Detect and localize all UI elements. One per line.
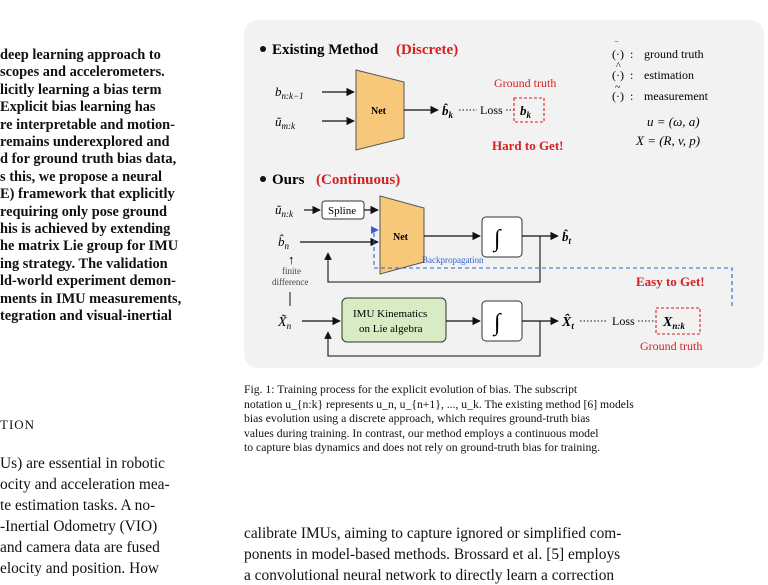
integrator-block-top bbox=[481, 216, 523, 258]
svg-text:estimation: estimation bbox=[644, 68, 694, 82]
abstract-line: scopes and accelerometers. bbox=[0, 64, 165, 81]
svg-text::: : bbox=[630, 47, 633, 61]
abstract-line: ld-world experiment demon- bbox=[0, 273, 176, 290]
existing-title: Existing Method bbox=[272, 42, 379, 58]
backpropagation-label: Backpropagation bbox=[422, 255, 484, 265]
loss-label-discrete: Loss bbox=[480, 103, 503, 117]
gt-bias: bk bbox=[520, 103, 532, 120]
body-line: calibrate IMUs, aiming to capture ignore… bbox=[244, 525, 622, 542]
body-line: te estimation tasks. A no- bbox=[0, 497, 156, 514]
svg-text:(·): (·) bbox=[612, 68, 624, 82]
state-input: X̃n bbox=[277, 314, 292, 331]
abstract-line: his is achieved by extending bbox=[0, 221, 171, 237]
up-arrow: ↑ bbox=[288, 252, 295, 267]
bias-estimate-continuous: b̂t bbox=[562, 229, 572, 246]
finite-label: finite bbox=[282, 266, 301, 276]
abstract-line: deep learning approach to bbox=[0, 47, 161, 63]
body-line: and camera data are fused bbox=[0, 539, 160, 556]
input-bias-discrete: bn:k−1 bbox=[275, 84, 304, 101]
body-line: a convolutional neural network to direct… bbox=[244, 567, 615, 584]
ours-title: Ours bbox=[272, 172, 305, 188]
svg-text:‾: ‾ bbox=[614, 41, 619, 51]
figure-diagram: Existing Method (Discrete) bn:k−1 ũm:k N… bbox=[260, 41, 733, 357]
loss-label-continuous: Loss bbox=[612, 314, 635, 328]
abstract-line: d for ground truth bias data, bbox=[0, 151, 177, 168]
caption-line: notation u_{n:k} represents u_n, u_{n+1}… bbox=[244, 397, 634, 411]
caption-line: to capture bias dynamics and does not re… bbox=[244, 441, 601, 455]
gt-pose: Xn:k bbox=[662, 315, 685, 331]
notation-legend: (·) ‾ : ground truth (·) ^ : estimation … bbox=[612, 41, 709, 148]
ours-tag: (Continuous) bbox=[316, 172, 400, 188]
body-line: ocity and acceleration mea- bbox=[0, 476, 170, 493]
integral-symbol-bottom: ∫ bbox=[492, 310, 502, 337]
abstract-line: requiring only pose ground bbox=[0, 203, 168, 220]
body-line: -Inertial Odometry (VIO) bbox=[0, 518, 158, 535]
net-label-discrete: Net bbox=[371, 106, 387, 117]
abstract-line: E) framework that explicitly bbox=[0, 186, 175, 203]
abstract-line: Explicit bias learning has bbox=[0, 99, 156, 116]
figure-caption: Fig. 1: Training process for the explici… bbox=[244, 383, 764, 456]
u-definition: u = (ω, a) bbox=[647, 114, 700, 129]
bullet-existing bbox=[260, 46, 266, 52]
gt-pose-box bbox=[655, 307, 701, 335]
integral-symbol-top: ∫ bbox=[492, 226, 502, 253]
abstract-line: licitly learning a bias term bbox=[0, 81, 162, 98]
svg-text::: : bbox=[630, 89, 633, 103]
svg-text:ground truth: ground truth bbox=[644, 47, 704, 61]
body-line: elocity and position. How bbox=[0, 560, 160, 576]
svg-text:^: ^ bbox=[616, 61, 621, 72]
ground-truth-label-continuous: Ground truth bbox=[640, 339, 702, 353]
body-line: ponents in model-based methods. Brossard… bbox=[244, 546, 621, 563]
svg-text:(·): (·) bbox=[612, 89, 624, 103]
abstract-line: re interpretable and motion- bbox=[0, 116, 175, 133]
svg-text::: : bbox=[630, 68, 633, 82]
bullet-ours bbox=[260, 176, 266, 182]
net-block-continuous bbox=[379, 195, 425, 275]
existing-tag: (Discrete) bbox=[396, 42, 458, 58]
bias-estimate-discrete: b̂k bbox=[442, 103, 454, 120]
abstract-line: remains underexplored and bbox=[0, 134, 170, 150]
net-label-continuous: Net bbox=[393, 232, 409, 243]
caption-label: Fig. 1: bbox=[244, 383, 275, 396]
imu-kinematics-block bbox=[341, 297, 447, 343]
imu-kinematics-line1: IMU Kinematics bbox=[353, 308, 427, 320]
caption-line: Fig. 1: Training process for the explici… bbox=[244, 383, 578, 396]
bias-input-continuous: b̂n bbox=[278, 234, 290, 251]
hard-to-get-label: Hard to Get! bbox=[492, 138, 563, 153]
easy-to-get-label: Easy to Get! bbox=[636, 274, 705, 289]
svg-text:(·): (·) bbox=[612, 47, 624, 61]
abstract-line: ing strategy. The validation bbox=[0, 255, 168, 272]
body-line: Us) are essential in robotic bbox=[0, 455, 165, 472]
input-imu-discrete: ũm:k bbox=[275, 114, 296, 131]
abstract-line: s this, we propose a neural bbox=[0, 168, 163, 185]
gt-bias-box bbox=[513, 97, 545, 123]
abstract-line: he matrix Lie group for IMU bbox=[0, 238, 179, 255]
difference-label: difference bbox=[272, 277, 308, 287]
section-heading: TION bbox=[0, 417, 36, 432]
ground-truth-label-discrete: Ground truth bbox=[494, 76, 556, 90]
abstract-line: ments in IMU measurements, bbox=[0, 290, 182, 307]
input-imu-continuous: ũn:k bbox=[275, 202, 294, 219]
net-block-discrete bbox=[355, 69, 405, 151]
caption-line: values during training. In contrast, our… bbox=[244, 426, 599, 440]
caption-line: bias evolution using a discrete approach… bbox=[244, 412, 590, 426]
state-estimate: X̂t bbox=[561, 313, 574, 331]
svg-text:~: ~ bbox=[615, 82, 621, 93]
imu-kinematics-line2: on Lie algebra bbox=[359, 323, 423, 335]
integrator-block-bottom bbox=[481, 300, 523, 342]
spline-label: Spline bbox=[328, 205, 356, 217]
svg-text:measurement: measurement bbox=[644, 89, 709, 103]
x-definition: X = (R, v, p) bbox=[635, 133, 700, 148]
abstract-line: tegration and visual-inertial bbox=[0, 308, 172, 324]
